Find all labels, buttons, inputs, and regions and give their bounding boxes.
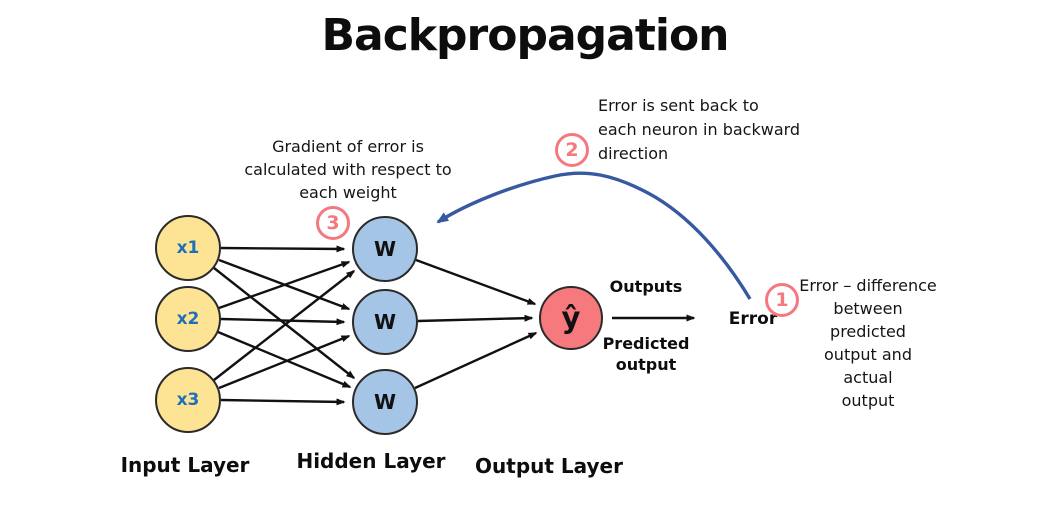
output-node-yhat-label: ŷ	[561, 300, 581, 335]
step-1-number: 1	[775, 289, 789, 311]
hidden-node-2-label: W	[373, 310, 397, 334]
hidden-to-output-arrows	[414, 258, 538, 390]
input-layer-label: Input Layer	[120, 453, 250, 477]
step-1-line-1: Error – difference	[799, 276, 937, 295]
input-node-x3: x3	[155, 367, 221, 433]
input-node-x1-label: x1	[176, 238, 200, 258]
predicted-output-label: Predicted output	[596, 333, 696, 375]
step-3-text: Gradient of error is calculated with res…	[243, 135, 453, 204]
input-node-x3-label: x3	[176, 390, 200, 410]
hidden-node-1-label: W	[373, 237, 397, 261]
step-2-text: Error is sent back to each neuron in bac…	[598, 94, 808, 166]
step-1-text: Error – difference between predicted out…	[798, 274, 938, 412]
step-2-line-1: Error is sent back to	[598, 96, 759, 115]
error-feedback-arrow	[436, 171, 752, 300]
step-1-line-3: output and actual	[824, 345, 912, 387]
predicted-output-line2: output	[615, 355, 677, 374]
diagram-title: Backpropagation	[321, 10, 729, 61]
outputs-label: Outputs	[609, 277, 683, 296]
hidden-node-3-label: W	[373, 390, 397, 414]
error-label: Error	[728, 309, 778, 329]
step-2-line-3: direction	[598, 144, 669, 163]
step-2-line-2: each neuron in backward	[598, 120, 801, 139]
hidden-layer-label: Hidden Layer	[296, 449, 446, 473]
step-3-line-2: calculated with respect to	[244, 160, 452, 179]
step-3-line-1: Gradient of error is	[272, 137, 424, 156]
hidden-node-3: W	[352, 369, 418, 435]
output-node-yhat: ŷ	[539, 286, 603, 350]
step-3-line-3: each weight	[299, 183, 397, 202]
input-node-x2: x2	[155, 286, 221, 352]
output-layer-label: Output Layer	[475, 454, 623, 478]
input-node-x1: x1	[155, 215, 221, 281]
input-to-hidden-arrows	[213, 245, 356, 406]
step-3-badge: 3	[316, 206, 350, 240]
step-1-line-2: between predicted	[830, 299, 906, 341]
input-node-x2-label: x2	[176, 309, 200, 329]
step-2-badge: 2	[555, 133, 589, 167]
hidden-node-1: W	[352, 216, 418, 282]
step-3-number: 3	[326, 212, 340, 234]
hidden-node-2: W	[352, 289, 418, 355]
predicted-output-line1: Predicted	[602, 334, 690, 353]
step-1-badge: 1	[765, 283, 799, 317]
step-2-number: 2	[565, 139, 579, 161]
step-1-line-4: output	[841, 391, 895, 410]
